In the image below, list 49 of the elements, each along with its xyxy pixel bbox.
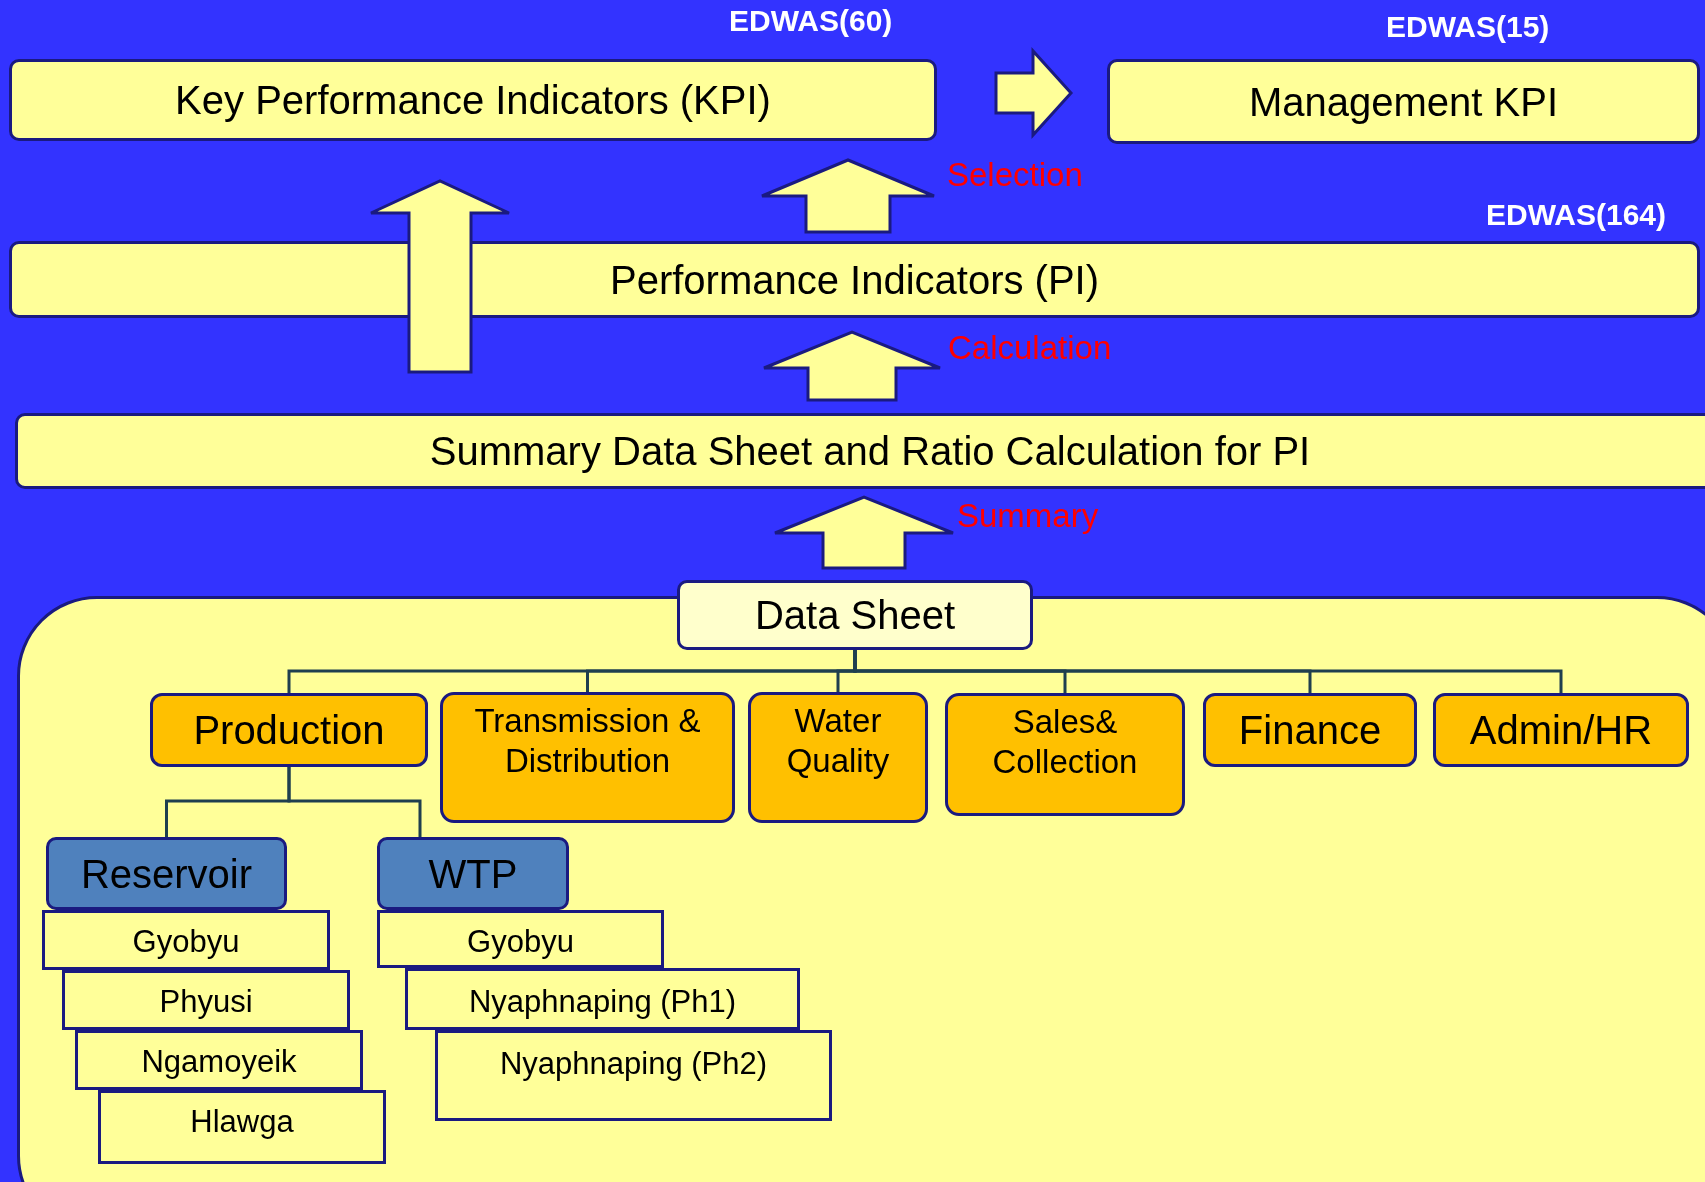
label-box <box>1107 59 1700 144</box>
label-box <box>62 970 350 1030</box>
box-label: Summary Data Sheet and Ratio Calculation for PI <box>428 428 1312 475</box>
box-label: Sales& Collection <box>991 702 1139 782</box>
block-arrow <box>762 330 942 402</box>
label-box <box>435 1030 832 1121</box>
box-label: Reservoir <box>79 850 254 898</box>
count-note: EDWAS(164) <box>1486 198 1667 232</box>
block-arrow <box>773 495 955 570</box>
box-label: Transmission & Distribution <box>473 701 702 781</box>
box-label: Gyobyu <box>466 923 575 961</box>
box-label: Admin/HR <box>1468 707 1654 754</box>
box-label: Water Quality <box>785 701 891 781</box>
label-box <box>1433 693 1689 767</box>
label-box <box>677 580 1033 650</box>
count-note: EDWAS(60) <box>729 4 893 38</box>
block-arrow <box>760 158 936 234</box>
box-label: Management KPI <box>1247 78 1560 126</box>
label-box <box>405 968 800 1030</box>
label-box <box>9 59 937 141</box>
label-box <box>377 837 569 910</box>
count-note: EDWAS(15) <box>1386 10 1550 44</box>
label-box <box>748 692 928 823</box>
box-label: Nyaphnaping (Ph2) <box>498 1045 769 1083</box>
connector-line <box>287 767 422 837</box>
box-label: Data Sheet <box>753 592 957 639</box>
label-box <box>15 413 1705 489</box>
box-label: Phyusi <box>158 983 254 1021</box>
box-label: Finance <box>1237 707 1383 754</box>
block-arrow <box>369 179 511 374</box>
box-label: Nyaphnaping (Ph1) <box>467 983 738 1021</box>
label-box <box>75 1030 363 1090</box>
label-box <box>42 910 330 970</box>
label-box <box>440 692 735 823</box>
box-label: Production <box>192 707 386 754</box>
box-label: Hlawga <box>189 1103 295 1141</box>
box-label: Key Performance Indicators (KPI) <box>174 77 772 124</box>
label-box <box>9 241 1700 318</box>
label-box <box>150 693 428 767</box>
label-box <box>46 837 287 910</box>
box-label: WTP <box>427 850 519 898</box>
label-box <box>98 1090 386 1164</box>
label-box <box>945 693 1185 816</box>
box-label: Performance Indicators (PI) <box>608 256 1101 304</box>
box-label: Ngamoyeik <box>140 1043 298 1081</box>
label-box <box>1203 693 1417 767</box>
block-arrow <box>994 47 1074 139</box>
label-box <box>377 910 664 968</box>
box-label: Gyobyu <box>131 923 241 961</box>
